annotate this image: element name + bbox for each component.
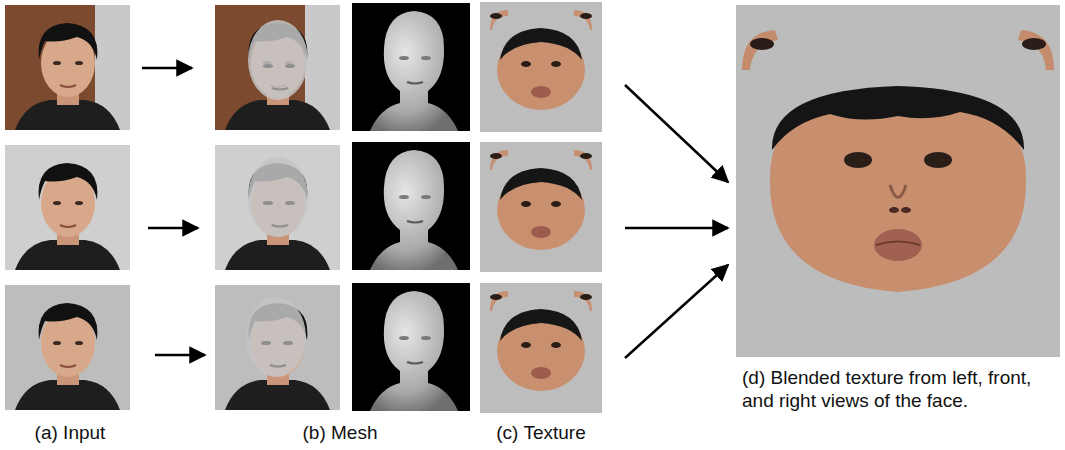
input-photo: [5, 145, 130, 270]
panel-label: (b) Mesh: [260, 422, 420, 445]
panel-label: (a) Input: [0, 422, 140, 445]
panel-label: (c) Texture: [466, 422, 616, 445]
texture-map: [480, 142, 602, 272]
input-photo: [5, 285, 130, 410]
mesh-render: [352, 142, 470, 270]
mesh-overlay-photo: [215, 285, 340, 410]
texture-map: [480, 283, 602, 413]
blended-texture: [736, 5, 1060, 357]
mesh-render: [352, 3, 470, 131]
mesh-overlay-photo: [215, 5, 340, 130]
input-photo: [5, 5, 130, 130]
texture-map: [480, 2, 602, 132]
mesh-render: [352, 283, 470, 411]
panel-caption: (d) Blended texture from left, front, an…: [742, 367, 1060, 413]
mesh-overlay-photo: [215, 145, 340, 270]
process-arrow: [142, 68, 728, 358]
